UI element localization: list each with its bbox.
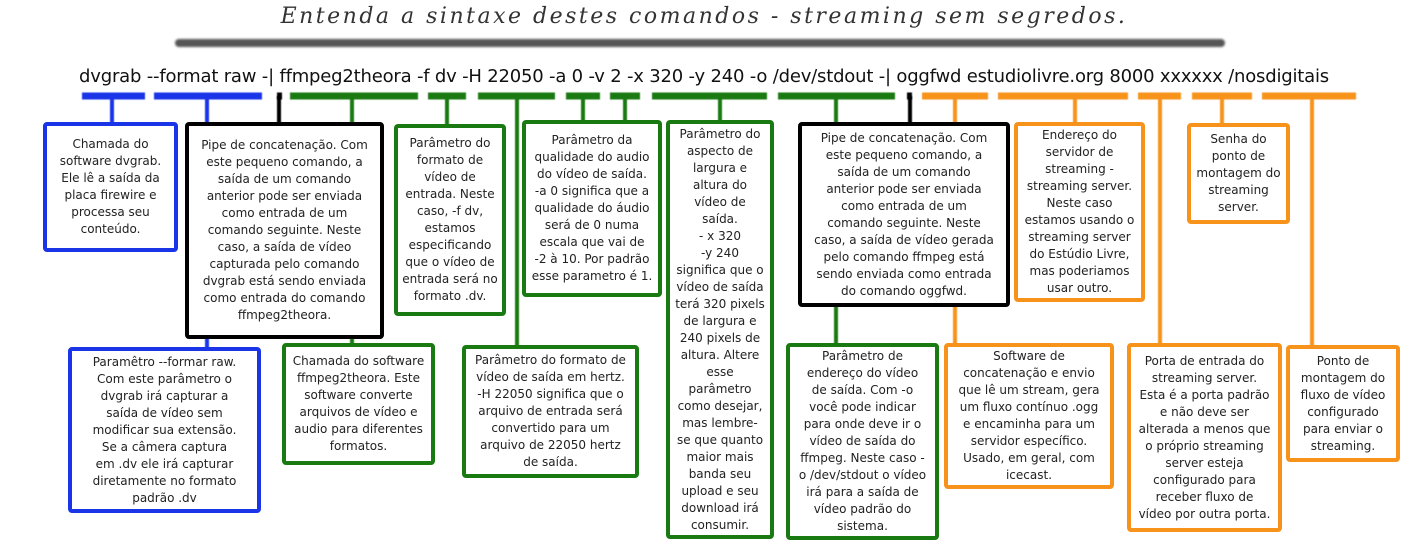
box-ffmpeg2theora: Chamada do software ffmpeg2theora. Este …: [282, 343, 435, 465]
box-f-dv: Parâmetro do formato de vídeo de entrada…: [394, 124, 506, 316]
box-format-raw: Paramêtro --formar raw. Com este parâmet…: [68, 347, 261, 513]
box-dvgrab: Chamada do software dvgrab. Ele lê a saí…: [43, 122, 178, 252]
box-password: Senha do ponto de montagem do streaming …: [1187, 123, 1290, 224]
title-underline: [175, 39, 1225, 47]
box-xy: Parâmetro do aspecto de largura e altura…: [666, 120, 774, 539]
box-server-text: Endereço do servidor de streaming - stre…: [1024, 128, 1135, 295]
diagram-title: Entenda a sintaxe destes comandos - stre…: [280, 4, 1128, 29]
box-a-0-text: Parâmetro da qualidade do audio do vídeo…: [531, 133, 653, 283]
box-mount-text: Ponto de montagem do fluxo de vídeo conf…: [1300, 353, 1386, 453]
box-dvgrab-text: Chamada do software dvgrab. Ele lê a saí…: [59, 137, 162, 236]
box-mount: Ponto de montagem do fluxo de vídeo conf…: [1286, 345, 1400, 462]
box-oggfwd-text: Software de concatenação e envio que lê …: [958, 349, 1100, 482]
box-h-22050-text: Parâmetro do formato de vídeo de saída e…: [475, 353, 626, 469]
box-ffmpeg2theora-text: Chamada do software ffmpeg2theora. Este …: [292, 354, 425, 453]
box-password-text: Senha do ponto de montagem do streaming …: [1196, 132, 1281, 214]
box-port: Porta de entrada do streaming server. Es…: [1127, 343, 1282, 532]
box-pipe1-text: Pipe de concatenação. Com este pequeno c…: [201, 138, 368, 322]
box-pipe2: Pipe de concatenação. Com este pequeno c…: [798, 122, 1010, 307]
box-port-text: Porta de entrada do streaming server. Es…: [1138, 353, 1271, 521]
box-f-dv-text: Parâmetro do formato de vídeo de entrada…: [402, 136, 498, 303]
box-oggfwd: Software de concatenação e envio que lê …: [944, 343, 1114, 489]
box-o-stdout: Parâmetro de endereço do vídeo de saída.…: [786, 343, 939, 540]
command-line: dvgrab --format raw -| ffmpeg2theora -f …: [79, 66, 1329, 87]
box-pipe1: Pipe de concatenação. Com este pequeno c…: [185, 122, 384, 339]
box-h-22050: Parâmetro do formato de vídeo de saída e…: [462, 345, 639, 478]
box-pipe2-text: Pipe de concatenação. Com este pequeno c…: [814, 130, 994, 298]
box-format-raw-text: Paramêtro --formar raw. Com este parâmet…: [92, 354, 237, 505]
box-o-stdout-text: Parâmetro de endereço do vídeo de saída.…: [798, 349, 927, 533]
box-server: Endereço do servidor de streaming - stre…: [1014, 122, 1145, 302]
box-a-0: Parâmetro da qualidade do audio do vídeo…: [522, 120, 662, 297]
box-xy-text: Parâmetro do aspecto de largura e altura…: [675, 126, 765, 532]
